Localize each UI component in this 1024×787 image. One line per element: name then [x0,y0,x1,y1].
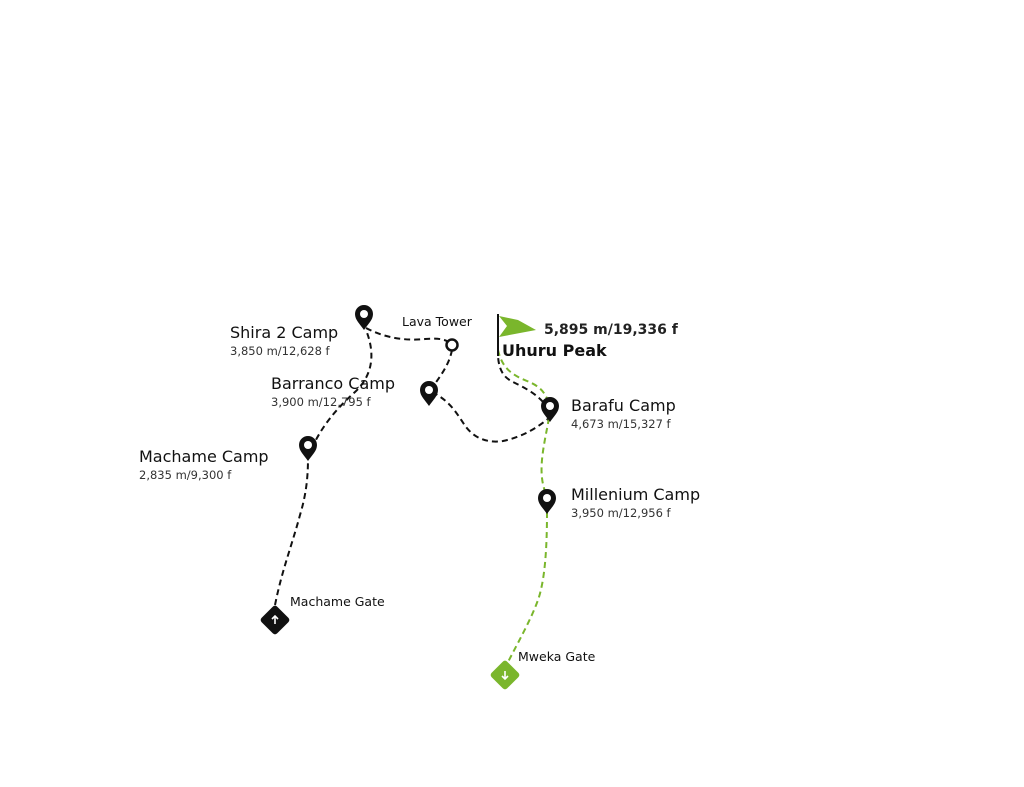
millenium-camp-name: Millenium Camp [571,485,701,504]
map-pin-icon [420,381,438,406]
route-segment-barafu-peak [497,355,550,411]
machame-gate-marker [260,605,290,635]
mweka-gate-label: Mweka Gate [518,649,595,664]
machame-camp-elevation: 2,835 m/9,300 f [139,468,232,482]
mweka-gate-name: Mweka Gate [518,649,596,664]
barranco-camp-elevation: 3,900 m/12,795 f [271,395,371,409]
lava-tower-label: Lava Tower [402,314,472,329]
map-pin-icon [299,436,317,461]
machame-gate-label: Machame Gate [290,594,385,609]
mweka-gate-marker [490,660,520,690]
route-segment-gate-machame [274,457,309,606]
arrow-down-icon [501,671,509,681]
lava-tower-name: Lava Tower [402,314,472,329]
machame-camp-label: Machame Camp 2,835 m/9,300 f [139,447,269,482]
shira-camp-label: Shira 2 Camp 3,850 m/12,628 f [230,323,338,358]
route-segment-barafu-millenium [540,417,550,504]
route-segment-machame-shira [307,329,373,459]
route-segment-lava-barranco [431,349,453,389]
flag-icon [497,314,536,356]
shira-camp-elevation: 3,850 m/12,628 f [230,344,330,358]
route-segment-shira-lava [365,327,453,347]
lava-tower-marker [445,338,459,352]
summit-label: Uhuru Peak [502,341,607,360]
millenium-camp-elevation: 3,950 m/12,956 f [571,506,671,520]
map-pin-icon [355,305,373,330]
barafu-camp-label: Barafu Camp 4,673 m/15,327 f [571,396,676,431]
barranco-camp-label: Barranco Camp 3,900 m/12,795 f [271,374,395,409]
barranco-camp-name: Barranco Camp [271,374,395,393]
descent-route [497,349,550,669]
map-pin-icon [541,397,559,422]
millenium-camp-label: Millenium Camp 3,950 m/12,956 f [571,485,700,520]
route-segment-peak-barafu [497,349,550,409]
map-pin-icon [538,489,556,514]
barafu-camp-elevation: 4,673 m/15,327 f [571,417,671,431]
summit-name: Uhuru Peak [502,341,607,360]
machame-camp-name: Machame Camp [139,447,269,466]
summit-elevation-label: 5,895 m/19,336 f [544,322,678,338]
arrow-up-icon [271,614,279,624]
machame-gate-name: Machame Gate [290,594,385,609]
route-segment-millenium-mweka [504,511,548,669]
shira-camp-name: Shira 2 Camp [230,323,339,342]
route-segment-barranco-barafu [431,391,550,443]
summit-elevation: 5,895 m/19,336 f [544,322,678,338]
barafu-camp-name: Barafu Camp [571,396,676,415]
